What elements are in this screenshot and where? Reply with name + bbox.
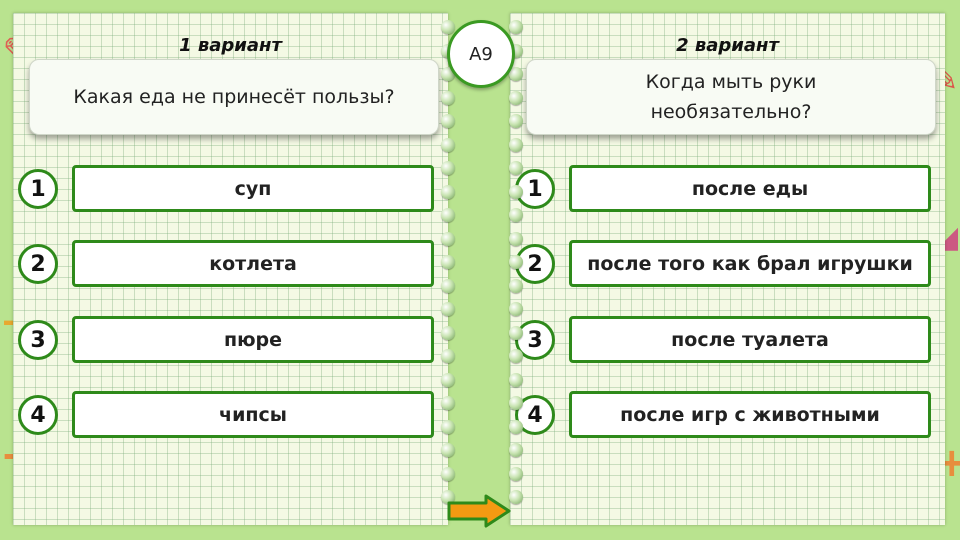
binding-bead <box>509 396 523 410</box>
variant-2-question-line-1: Когда мыть руки <box>645 71 817 93</box>
variant-2-question: Когда мыть руки необязательно? <box>526 59 936 135</box>
binding-bead <box>441 396 455 410</box>
answer-number-2[interactable]: 2 <box>18 244 58 284</box>
variant-1-page: 1 вариант Какая еда не принесёт пользы? … <box>13 13 448 525</box>
binding-bead <box>441 231 455 246</box>
binding-bead <box>509 443 523 457</box>
binding-bead <box>441 325 455 340</box>
binding-bead <box>509 372 523 387</box>
binding-bead <box>509 114 523 128</box>
answer-option-4[interactable]: чипсы <box>72 391 434 438</box>
binding-bead <box>509 255 523 269</box>
variant-1-answer-row-2: 2 котлета <box>16 240 436 288</box>
answer-number-1[interactable]: 1 <box>515 169 555 209</box>
binding-bead <box>509 161 523 175</box>
variant-1-question: Какая еда не принесёт пользы? <box>29 59 439 135</box>
binding-bead <box>509 231 523 246</box>
binding-bead <box>509 20 523 34</box>
variant-1-answer-row-3: 3 пюре <box>16 316 436 364</box>
next-arrow-icon[interactable] <box>446 494 512 528</box>
binding-bead <box>509 67 523 81</box>
answer-option-1[interactable]: суп <box>72 165 434 212</box>
binding-bead <box>441 114 455 128</box>
answer-option-2[interactable]: котлета <box>72 240 434 287</box>
answer-option-3[interactable]: пюре <box>72 316 434 363</box>
binding-bead <box>441 490 455 504</box>
binding-bead <box>441 255 455 269</box>
binding-bead <box>509 325 523 340</box>
variant-2-answer-row-4: 4 после игр с животными <box>513 391 933 439</box>
binding-bead <box>441 208 455 222</box>
binding-bead <box>441 419 455 434</box>
binding-bead <box>441 278 455 293</box>
binding-bead <box>509 90 523 105</box>
answer-option-4[interactable]: после игр с животными <box>569 391 931 438</box>
variant-2-answer-row-3: 3 после туалета <box>513 316 933 364</box>
binding-bead <box>509 278 523 293</box>
binding-bead <box>509 490 523 504</box>
binding-bead <box>509 208 523 222</box>
binding-bead <box>441 302 455 316</box>
binding-bead <box>441 443 455 457</box>
binding-bead <box>441 349 455 363</box>
variant-2-question-line-2: необязательно? <box>650 101 812 123</box>
binding-bead <box>441 20 455 34</box>
variant-1-title: 1 вариант <box>179 35 282 56</box>
variant-1-answer-row-1: 1 суп <box>16 165 436 213</box>
binding-bead <box>441 184 455 199</box>
binding-bead <box>441 161 455 175</box>
variant-2-answer-row-1: 1 после еды <box>513 165 933 213</box>
binding-bead <box>441 90 455 105</box>
answer-number-3[interactable]: 3 <box>18 320 58 360</box>
variant-2-answer-row-2: 2 после того как брал игрушки <box>513 240 933 288</box>
variant-2-title: 2 вариант <box>676 35 779 56</box>
answer-option-2[interactable]: после того как брал игрушки <box>569 240 931 287</box>
question-number-badge: А9 <box>447 20 515 88</box>
variant-2-page: 2 вариант Когда мыть руки необязательно?… <box>510 13 945 525</box>
answer-number-4[interactable]: 4 <box>18 395 58 435</box>
answer-option-1[interactable]: после еды <box>569 165 931 212</box>
binding-bead <box>441 466 455 481</box>
binding-bead <box>441 137 455 152</box>
binding-bead <box>509 349 523 363</box>
binding-bead <box>441 372 455 387</box>
answer-option-3[interactable]: после туалета <box>569 316 931 363</box>
binding-bead <box>509 137 523 152</box>
variant-1-answer-row-4: 4 чипсы <box>16 391 436 439</box>
binding-bead <box>509 419 523 434</box>
binding-bead <box>509 184 523 199</box>
answer-number-1[interactable]: 1 <box>18 169 58 209</box>
binding-bead <box>509 302 523 316</box>
binding-bead <box>509 466 523 481</box>
